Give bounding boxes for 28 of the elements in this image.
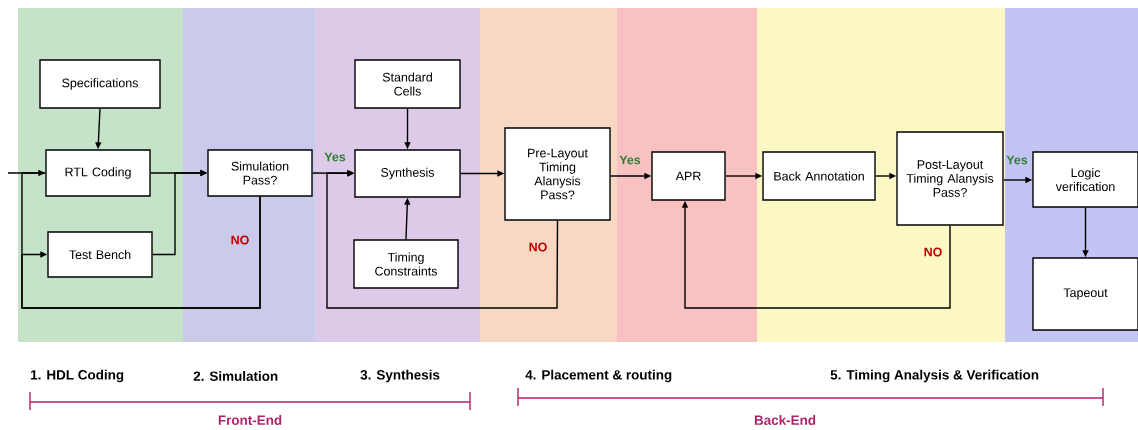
- section-label: Front-End: [218, 415, 282, 425]
- stage-label: 4. Placement & routing: [525, 369, 672, 383]
- process-box: Back Annotation: [762, 151, 876, 201]
- arrow: [326, 169, 559, 309]
- process-box: Pre-Layout Timing Alanysis Pass?: [504, 127, 611, 221]
- edge-label: Yes: [1005, 154, 1029, 166]
- process-box: Simulation Pass?: [207, 149, 313, 197]
- process-box: Timing Constraints: [353, 239, 459, 289]
- process-box: APR: [651, 151, 726, 201]
- process-box: RTL Coding: [45, 149, 151, 197]
- edge-label: NO: [229, 234, 251, 246]
- edge-label: NO: [527, 241, 549, 253]
- process-box: Standard Cells: [354, 59, 461, 109]
- process-box: Post-Layout Timing Alanysis Pass?: [896, 131, 1004, 226]
- stage-label: 2. Simulation: [193, 371, 278, 381]
- process-box: Tapeout: [1032, 257, 1138, 331]
- stage-label: 3. Synthesis: [360, 369, 440, 383]
- arrow: [21, 196, 261, 309]
- process-box: Logic verification: [1032, 151, 1138, 208]
- edge-label: NO: [922, 246, 944, 258]
- edge-label: Yes: [618, 154, 642, 166]
- process-box: Test Bench: [47, 231, 153, 278]
- process-box: Synthesis: [354, 149, 461, 198]
- section-label: Back-End: [754, 415, 816, 425]
- edge-label: Yes: [323, 151, 347, 163]
- stage-label: 5. Timing Analysis & Verification: [830, 369, 1039, 383]
- stage-label: 1. HDL Coding: [31, 369, 124, 383]
- process-box: Specifications: [39, 59, 161, 109]
